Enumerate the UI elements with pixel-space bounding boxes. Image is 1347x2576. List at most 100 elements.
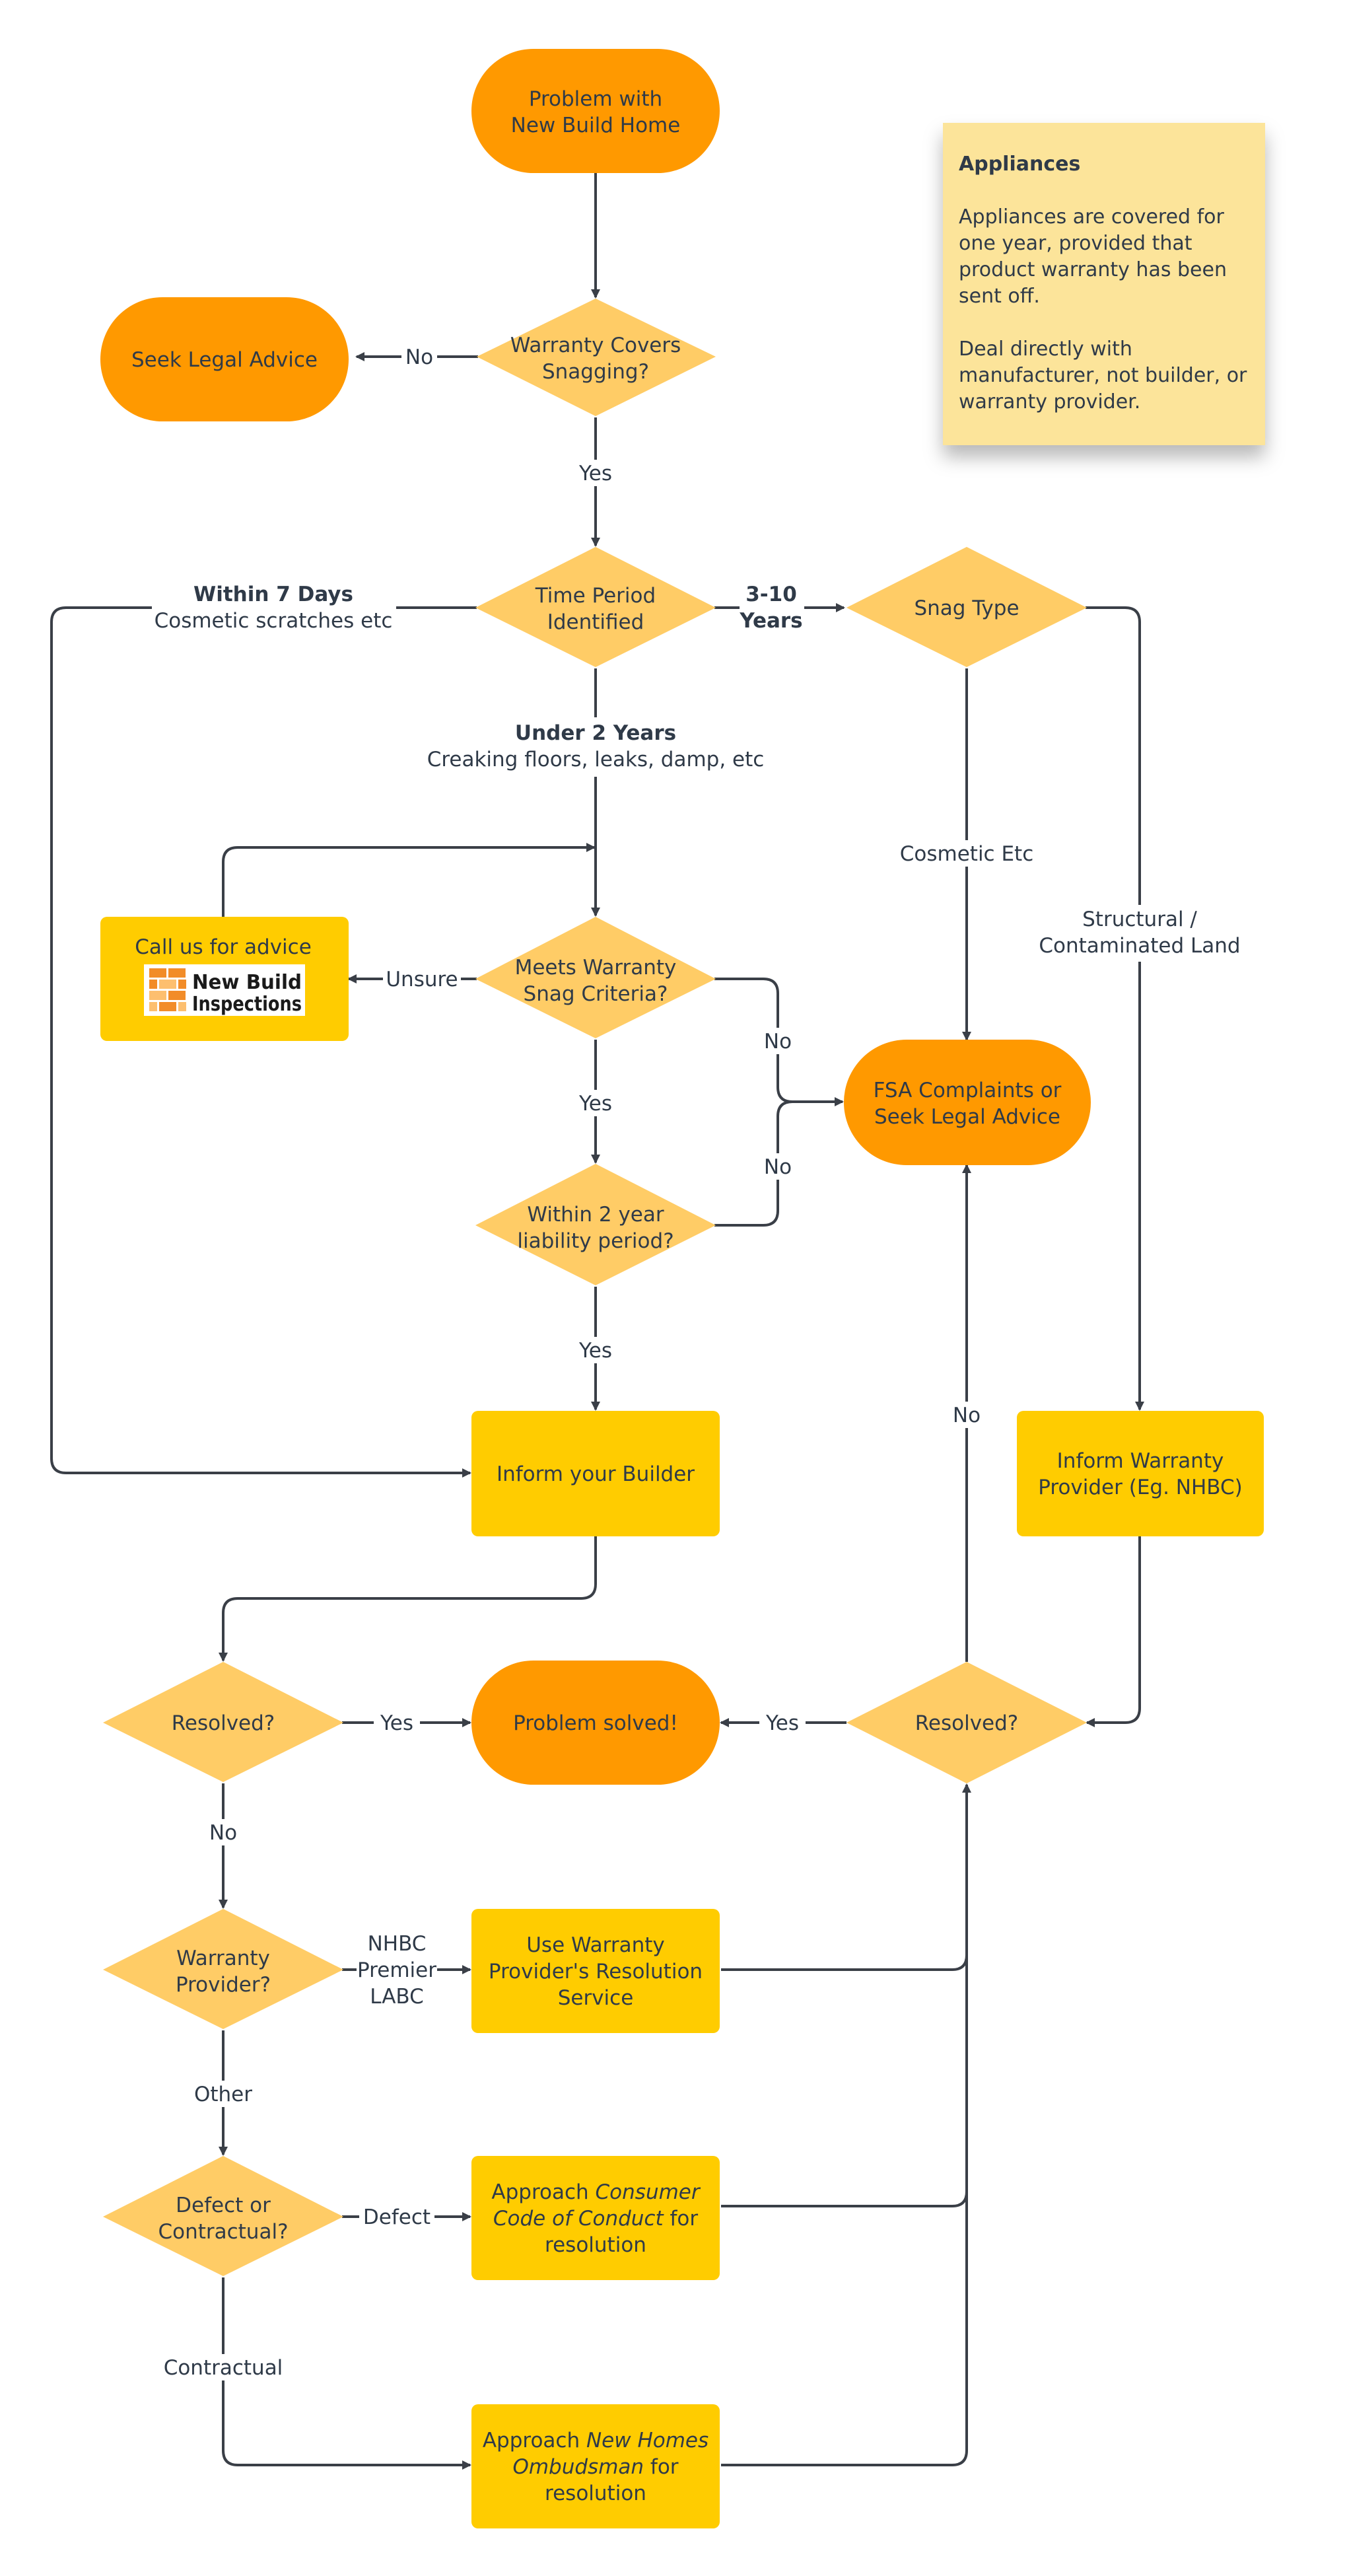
label-creaking-floors: Creaking floors, leaks, damp, etc	[427, 748, 765, 771]
node-ombudsman: Approach New Homes Ombudsman for resolut…	[471, 2404, 720, 2528]
node-use-warranty-line-1: Use Warranty	[526, 1933, 665, 1957]
label-yes-within: Yes	[578, 1339, 612, 1363]
node-use-warranty: Use Warranty Provider's Resolution Servi…	[471, 1909, 720, 2033]
node-within-2yr-line-2: liability period?	[517, 1229, 674, 1253]
node-call-us-text: Call us for advice	[135, 935, 312, 959]
node-within-2yr: Within 2 year liability period?	[475, 1164, 716, 1285]
edge-defect-to-ombudsman	[222, 2277, 471, 2470]
node-use-warranty-line-2: Provider's Resolution	[489, 1960, 703, 1984]
node-meets-criteria: Meets Warranty Snag Criteria?	[475, 917, 716, 1038]
connectors	[50, 173, 1144, 2470]
edge-use-warranty-to-resolved-right	[721, 1783, 971, 1971]
node-seek-legal: Seek Legal Advice	[100, 297, 349, 421]
label-no-resolved-left: No	[209, 1821, 237, 1845]
node-warranty-provider: Warranty Provider?	[103, 1909, 343, 2029]
node-inform-warranty-line-2: Provider (Eg. NHBC)	[1038, 1476, 1243, 1499]
node-consumer-code-line-1: Approach Consumer	[491, 2180, 701, 2204]
node-resolved-right-text: Resolved?	[915, 1711, 1019, 1735]
label-3-10-years-2: Years	[739, 609, 802, 633]
note-para2-line-3: warranty provider.	[959, 390, 1140, 413]
logo-text-2: Inspections	[192, 993, 302, 1016]
appliances-note: Appliances Appliances are covered for on…	[943, 123, 1265, 445]
edge-ombudsman-to-resolved-right	[721, 2192, 968, 2466]
label-no-meets: No	[764, 1030, 792, 1054]
label-yes-meets: Yes	[578, 1092, 612, 1116]
note-para1-line-4: sent off.	[959, 285, 1040, 308]
node-time-period-line-2: Identified	[547, 610, 644, 634]
label-defect: Defect	[363, 2205, 431, 2229]
node-inform-builder-text: Inform your Builder	[497, 1462, 695, 1486]
edge-call-us-loop	[222, 843, 596, 917]
node-start-line-2: New Build Home	[511, 114, 681, 137]
node-within-2yr-line-1: Within 2 year	[527, 1203, 664, 1227]
label-unsure: Unsure	[386, 968, 458, 991]
note-title: Appliances	[959, 153, 1080, 176]
label-no-resolved-right: No	[953, 1404, 981, 1427]
edge-inform-warranty-to-resolved-right	[1086, 1535, 1141, 1727]
label-other: Other	[194, 2083, 252, 2106]
new-build-inspections-logo: New Build Inspections	[144, 964, 305, 1016]
node-snag-type-text: Snag Type	[914, 596, 1019, 620]
label-yes-time: Yes	[578, 462, 612, 485]
node-problem-solved: Problem solved!	[471, 1661, 720, 1785]
label-within-7-days: Within 7 Days	[193, 583, 353, 606]
node-consumer-code-line-2: Code of Conduct for	[493, 2207, 698, 2231]
node-use-warranty-line-3: Service	[558, 1986, 634, 2010]
edge-consumer-code-to-resolved-right	[721, 1955, 968, 2207]
node-fsa-line-2: Seek Legal Advice	[874, 1105, 1060, 1129]
edge-time-to-builder-7days	[50, 606, 477, 1478]
node-time-period-line-1: Time Period	[535, 584, 656, 608]
label-yes-resolved-left: Yes	[380, 1711, 413, 1735]
node-inform-warranty: Inform Warranty Provider (Eg. NHBC)	[1017, 1411, 1264, 1536]
node-warranty-provider-line-2: Provider?	[176, 1973, 271, 1997]
label-contractual: Contractual	[164, 2356, 283, 2380]
node-consumer-code-line-3: resolution	[545, 2233, 646, 2257]
node-inform-warranty-line-1: Inform Warranty	[1057, 1449, 1224, 1473]
label-under-2-years: Under 2 Years	[515, 721, 676, 745]
label-yes-resolved-right: Yes	[765, 1711, 799, 1735]
edge-snag-type-to-inform-warranty	[1086, 606, 1144, 1411]
label-no-within: No	[764, 1155, 792, 1179]
node-ombudsman-line-2: Ombudsman for	[512, 2455, 678, 2479]
node-resolved-right: Resolved?	[846, 1662, 1087, 1783]
note-para2-line-2: manufacturer, not builder, or	[959, 364, 1247, 387]
node-meets-criteria-line-2: Snag Criteria?	[524, 982, 668, 1006]
node-warranty-provider-line-1: Warranty	[176, 1947, 270, 1970]
node-problem-solved-text: Problem solved!	[513, 1711, 678, 1735]
node-resolved-left-text: Resolved?	[172, 1711, 275, 1735]
edge-labels: No Yes Within 7 Days Cosmetic scratches …	[152, 343, 1243, 2380]
note-para2-line-1: Deal directly with	[959, 338, 1132, 361]
note-para1-line-2: one year, provided that	[959, 232, 1192, 255]
node-fsa-line-1: FSA Complaints or	[874, 1079, 1062, 1102]
label-labc: LABC	[370, 1985, 424, 2009]
node-warranty-covers: Warranty Covers Snagging?	[477, 299, 716, 416]
node-inform-builder: Inform your Builder	[471, 1411, 720, 1536]
node-defect-contractual: Defect or Contractual?	[103, 2156, 343, 2276]
note-para1-line-3: product warranty has been	[959, 258, 1227, 281]
label-no-seek: No	[405, 345, 433, 369]
node-start: Problem with New Build Home	[471, 49, 720, 173]
label-structural-1: Structural /	[1082, 908, 1197, 931]
label-cosmetic-etc: Cosmetic Etc	[900, 842, 1033, 866]
node-defect-contractual-line-1: Defect or	[176, 2194, 271, 2217]
node-seek-legal-text: Seek Legal Advice	[131, 348, 318, 372]
label-nhbc: NHBC	[368, 1932, 427, 1956]
label-structural-2: Contaminated Land	[1039, 934, 1240, 958]
node-defect-contractual-line-2: Contractual?	[158, 2220, 288, 2244]
node-start-line-1: Problem with	[529, 87, 662, 111]
node-resolved-left: Resolved?	[103, 1662, 343, 1782]
node-call-us[interactable]: Call us for advice New Build Inspections	[100, 917, 349, 1041]
label-cosmetic-scratches: Cosmetic scratches etc	[155, 609, 393, 633]
label-premier: Premier	[357, 1958, 436, 1982]
edge-builder-to-resolved-left	[219, 1536, 597, 1662]
node-warranty-covers-line-2: Snagging?	[542, 360, 649, 384]
node-ombudsman-line-3: resolution	[545, 2482, 646, 2505]
node-consumer-code: Approach Consumer Code of Conduct for re…	[471, 2156, 720, 2280]
logo-text-1: New Build	[192, 971, 302, 994]
label-3-10-years-1: 3-10	[745, 583, 797, 606]
node-snag-type: Snag Type	[846, 547, 1087, 667]
node-warranty-covers-line-1: Warranty Covers	[510, 334, 681, 357]
node-ombudsman-line-1: Approach New Homes	[483, 2429, 708, 2452]
node-fsa: FSA Complaints or Seek Legal Advice	[844, 1040, 1091, 1165]
